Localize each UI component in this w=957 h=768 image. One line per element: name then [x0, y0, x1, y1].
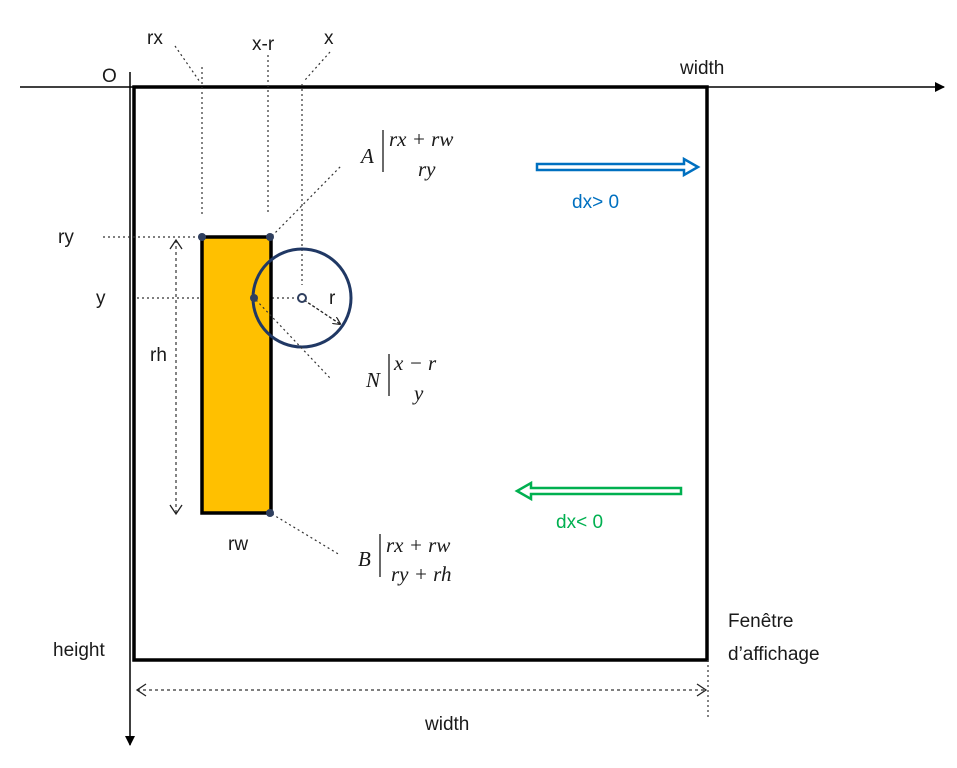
point-a-annotation: A rx + rw ry: [359, 127, 453, 181]
x-minus-r-label: x-r: [252, 34, 275, 55]
paddle-rectangle: [200, 235, 273, 515]
point-a-top: rx + rw: [389, 127, 453, 151]
point-n-marker: [250, 294, 258, 302]
point-n-name: N: [365, 368, 381, 392]
window-label-line1: Fenêtre: [728, 611, 793, 632]
x-leader: [304, 51, 331, 81]
dx-positive-label: dx> 0: [572, 192, 619, 213]
point-b-name: B: [358, 547, 371, 571]
rx-ry-corner-point: [198, 233, 206, 241]
double-arrow-shape: [535, 156, 701, 178]
rx-label: rx: [147, 28, 163, 49]
dx-negative-label: dx< 0: [556, 512, 603, 533]
point-b-leader: [271, 513, 341, 556]
y-label: y: [96, 288, 106, 309]
width-arrowhead-right: [696, 683, 708, 697]
window-label-line2: d’affichage: [728, 644, 820, 665]
point-b-marker: [266, 509, 274, 517]
point-n-bottom: y: [412, 381, 424, 405]
radius-label: r: [329, 288, 336, 309]
point-b-annotation: B rx + rw ry + rh: [358, 533, 451, 586]
x-label: x: [324, 28, 334, 49]
rh-arrowhead-bottom: [169, 504, 183, 516]
double-arrow-shape: [514, 480, 683, 502]
rw-label: rw: [228, 534, 248, 555]
point-n-top: x − r: [393, 351, 437, 375]
point-a-name: A: [359, 144, 374, 168]
origin-label: O: [102, 66, 117, 87]
radius-line: [303, 299, 340, 324]
dx-negative-arrow: [514, 480, 683, 502]
width-arrowhead-left: [135, 683, 147, 697]
ball-center-point: [297, 293, 307, 303]
rh-arrowhead-top: [169, 238, 183, 250]
point-a-marker: [266, 233, 274, 241]
point-a-leader: [271, 164, 343, 237]
height-label: height: [53, 640, 105, 661]
point-a-bottom: ry: [418, 157, 436, 181]
display-window-frame: [132, 85, 709, 662]
width-bottom-label: width: [424, 714, 469, 735]
point-b-top: rx + rw: [386, 533, 450, 557]
ry-label: ry: [58, 227, 74, 248]
point-n-annotation: N x − r y: [365, 351, 437, 405]
dx-positive-arrow: [535, 156, 701, 178]
rh-label: rh: [150, 345, 167, 366]
width-top-label: width: [679, 58, 724, 79]
rx-leader: [174, 45, 201, 83]
point-b-bottom: ry + rh: [391, 562, 451, 586]
